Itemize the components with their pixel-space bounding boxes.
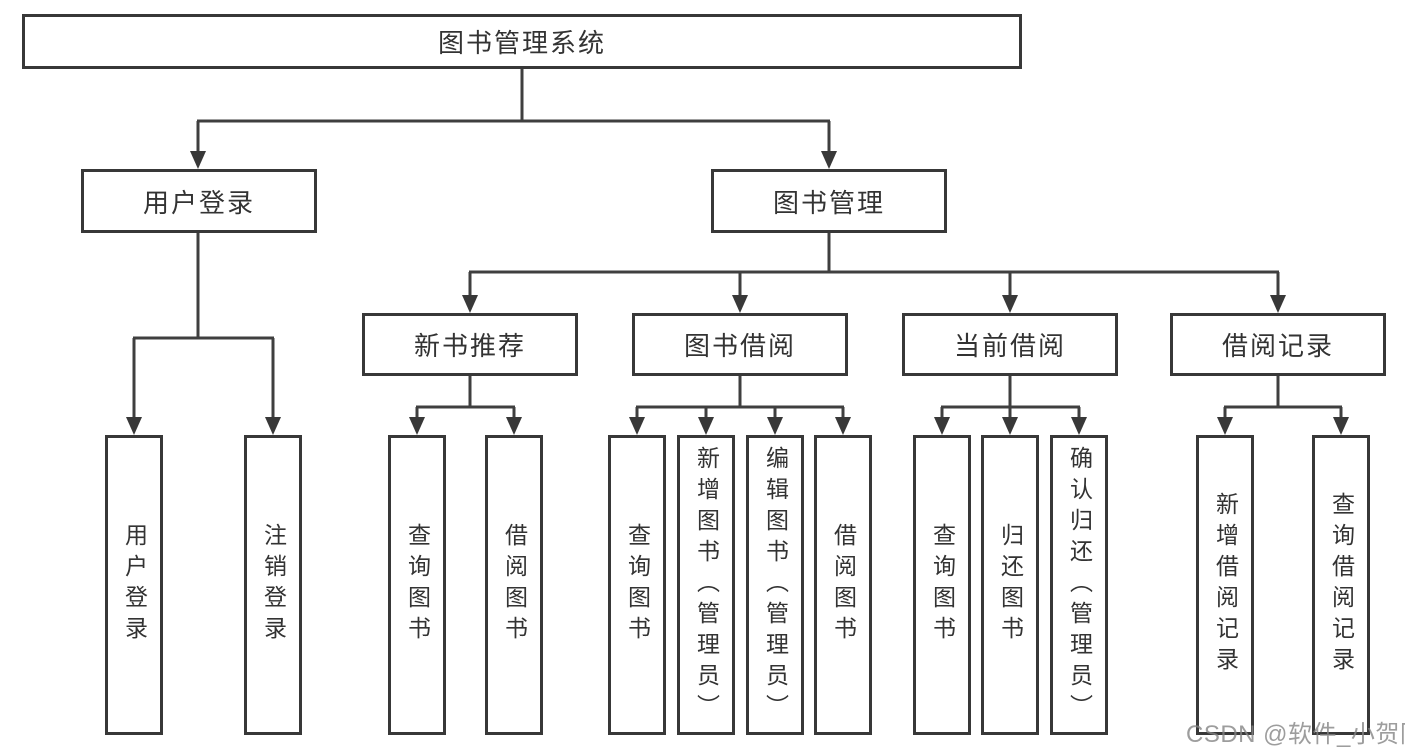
node-label: 新增借阅记录 <box>1212 492 1239 678</box>
node-current-borrowing: 当前借阅 <box>902 313 1118 376</box>
node-label: 用户登录 <box>142 187 255 218</box>
node-label: 借阅记录 <box>1221 331 1334 361</box>
node-label: 查询图书 <box>929 523 956 647</box>
node-label: 借阅图书 <box>501 523 528 647</box>
node-label: 图书管理系统 <box>437 28 606 58</box>
node-label: 查询图书 <box>624 523 651 647</box>
node-label: 新增图书（管理员） <box>693 445 720 725</box>
node-borrowing-records: 借阅记录 <box>1170 313 1386 376</box>
node-label: 编辑图书（管理员） <box>762 445 789 725</box>
node-label: 借阅图书 <box>830 523 857 647</box>
node-leaf-query-borrow-record: 查询借阅记录 <box>1312 435 1370 735</box>
node-leaf-query-books-borrowing: 查询图书 <box>608 435 666 735</box>
node-leaf-user-login: 用户登录 <box>105 435 163 735</box>
node-label: 查询借阅记录 <box>1328 492 1355 678</box>
node-label: 注销登录 <box>260 523 287 647</box>
node-leaf-borrow-books-borrowing: 借阅图书 <box>814 435 872 735</box>
node-label: 查询图书 <box>404 523 431 647</box>
node-leaf-query-books-current: 查询图书 <box>913 435 971 735</box>
node-book-management: 图书管理 <box>711 169 947 233</box>
node-label: 归还图书 <box>997 523 1024 647</box>
node-leaf-query-books-recommend: 查询图书 <box>388 435 446 735</box>
node-user-login: 用户登录 <box>81 169 317 233</box>
node-leaf-edit-book-admin: 编辑图书（管理员） <box>746 435 804 735</box>
node-label: 新书推荐 <box>413 331 526 361</box>
node-leaf-add-book-admin: 新增图书（管理员） <box>677 435 735 735</box>
node-label: 确认归还（管理员） <box>1066 445 1093 725</box>
node-leaf-return-book: 归还图书 <box>981 435 1039 735</box>
node-leaf-borrow-books-recommend: 借阅图书 <box>485 435 543 735</box>
node-label: 用户登录 <box>121 523 148 647</box>
node-root-library-system: 图书管理系统 <box>22 14 1022 69</box>
node-label: 当前借阅 <box>953 331 1066 361</box>
node-new-book-recommend: 新书推荐 <box>362 313 578 376</box>
node-book-borrowing: 图书借阅 <box>632 313 848 376</box>
node-label: 图书借阅 <box>683 331 796 361</box>
node-label: 图书管理 <box>772 187 885 218</box>
csdn-watermark: CSDN @软件_小贺同学 <box>1186 721 1405 747</box>
node-leaf-add-borrow-record: 新增借阅记录 <box>1196 435 1254 735</box>
node-leaf-logout: 注销登录 <box>244 435 302 735</box>
node-leaf-confirm-return-admin: 确认归还（管理员） <box>1050 435 1108 735</box>
